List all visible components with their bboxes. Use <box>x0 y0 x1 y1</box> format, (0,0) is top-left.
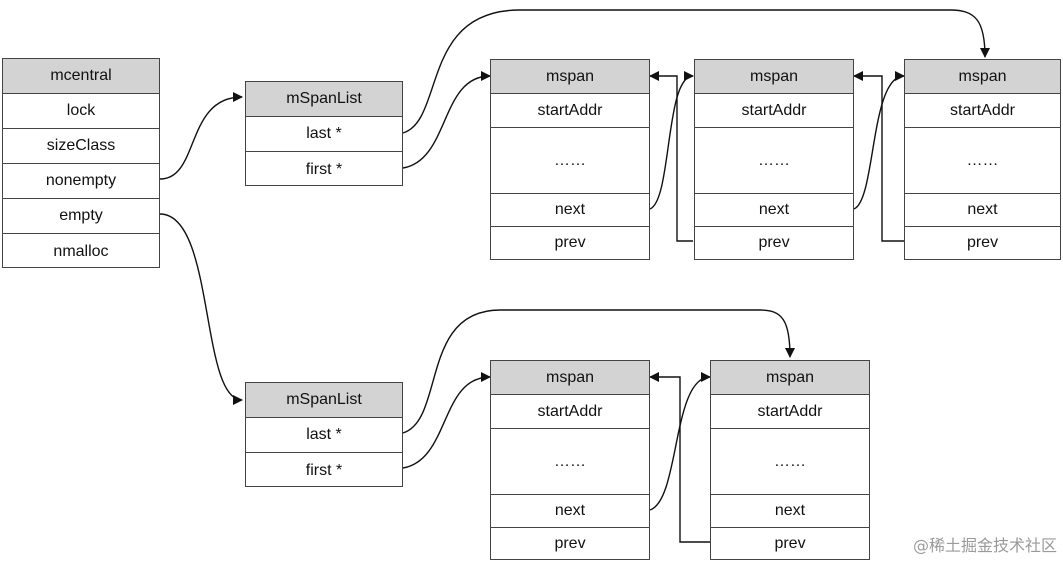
arrow-top-next-2 <box>853 71 905 210</box>
mspan-top-1: mspan startAddr …… next prev <box>490 59 650 260</box>
mspan-prev: prev <box>774 534 806 552</box>
mspan-next: next <box>491 495 649 528</box>
spanlist-nonempty: mSpanList last * first * <box>245 81 403 186</box>
mspan-title: mspan <box>491 361 649 395</box>
spanlist-last: last * <box>246 418 402 453</box>
arrow-top-prev-2 <box>853 71 904 242</box>
mcentral-field-empty: empty <box>3 199 159 234</box>
mspan-next: next <box>695 194 853 227</box>
mspan-top-2: mspan startAddr …… next prev <box>694 59 854 260</box>
mspan-bottom-2: mspan startAddr …… next prev <box>710 360 870 560</box>
mspan-title: mspan <box>695 60 853 94</box>
mcentral-field-lock: lock <box>3 94 159 129</box>
mcentral-field-nmalloc: nmalloc <box>53 242 109 260</box>
arrow-bottom-next-1 <box>649 372 711 511</box>
arrow-top-prev-1 <box>649 71 693 242</box>
mspan-next: next <box>491 194 649 227</box>
mspan-startaddr: startAddr <box>695 94 853 128</box>
watermark: @稀土掘金技术社区 <box>912 536 1057 555</box>
mspan-ellipsis: …… <box>711 429 869 495</box>
spanlist-first: first * <box>305 461 343 479</box>
mspan-startaddr: startAddr <box>711 395 869 429</box>
arrow-top-next-1 <box>649 71 694 210</box>
mspan-ellipsis: …… <box>491 128 649 194</box>
mcentral-field-nonempty: nonempty <box>3 164 159 199</box>
mspan-startaddr: startAddr <box>491 94 649 128</box>
spanlist-empty: mSpanList last * first * <box>245 382 403 487</box>
mspan-ellipsis: …… <box>905 128 1060 194</box>
spanlist-title: mSpanList <box>246 383 402 418</box>
mspan-next: next <box>711 495 869 528</box>
arrow-top-first <box>402 71 491 169</box>
mspan-prev: prev <box>966 234 999 251</box>
spanlist-title: mSpanList <box>246 82 402 117</box>
arrow-bottom-prev-1 <box>649 372 710 543</box>
mspan-title: mspan <box>905 60 1060 94</box>
mspan-startaddr: startAddr <box>491 395 649 429</box>
spanlist-first: first * <box>305 160 343 178</box>
mspan-ellipsis: …… <box>695 128 853 194</box>
mspan-title: mspan <box>711 361 869 395</box>
mcentral-title: mcentral <box>3 59 159 94</box>
spanlist-last: last * <box>246 117 402 152</box>
mspan-ellipsis: …… <box>491 429 649 495</box>
mspan-bottom-1: mspan startAddr …… next prev <box>490 360 650 560</box>
arrow-empty-to-spanlist <box>159 213 243 405</box>
mspan-startaddr: startAddr <box>905 94 1060 128</box>
mspan-prev: prev <box>554 234 586 251</box>
mspan-title: mspan <box>491 60 649 94</box>
mspan-next: next <box>905 194 1060 227</box>
arrow-nonempty-to-spanlist <box>159 92 243 180</box>
mspan-prev: prev <box>758 234 790 251</box>
mcentral-field-sizeclass: sizeClass <box>3 129 159 164</box>
mspan-top-3: mspan startAddr …… next prev <box>904 59 1061 260</box>
mcentral-struct: mcentral lock sizeClass nonempty empty n… <box>2 58 160 268</box>
mspan-prev: prev <box>554 534 586 552</box>
arrow-bottom-first <box>402 372 491 469</box>
